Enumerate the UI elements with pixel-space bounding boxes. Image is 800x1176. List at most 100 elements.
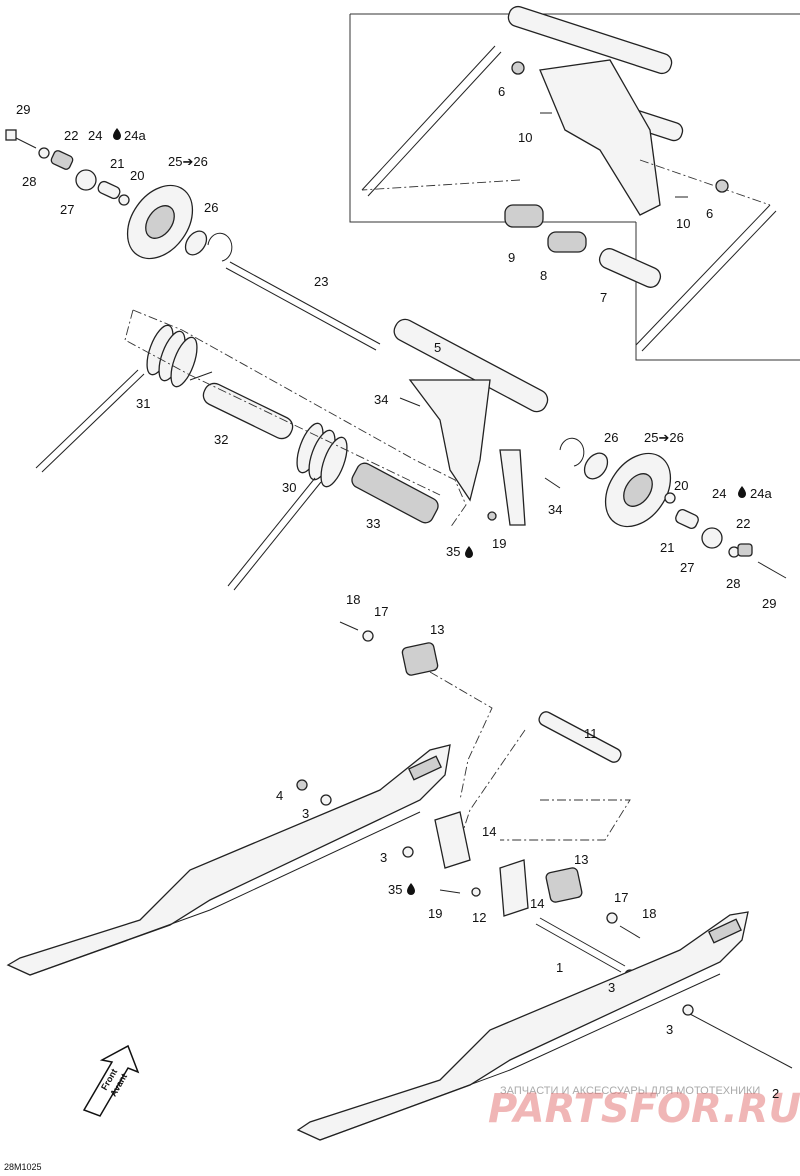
retaining-ring-right (559, 437, 585, 467)
stopper-13-lower (545, 867, 583, 903)
callout-22: 22 (64, 128, 78, 143)
bolt-29-head (5, 129, 17, 141)
callout-18: 18 (642, 906, 656, 921)
callout-28: 28 (726, 576, 740, 591)
callout-3: 3 (666, 1022, 673, 1037)
callout-11: 11 (584, 726, 598, 741)
spacer-22-left (50, 150, 74, 170)
callout-14: 14 (530, 896, 544, 911)
right-idler-assembly (559, 437, 787, 579)
spacer-22-right (737, 543, 753, 557)
callout-5: 5 (434, 340, 441, 355)
callout-31: 31 (136, 396, 150, 411)
callout-24a: 24a (124, 128, 146, 143)
watermark-tagline: ЗАПЧАСТИ И АКСЕССУАРЫ ДЛЯ МОТОТЕХНИКИ (500, 1085, 760, 1097)
callout-2: 2 (772, 1086, 779, 1101)
callout-34: 34 (374, 392, 388, 407)
callout-27: 27 (680, 560, 694, 575)
callout-1: 1 (556, 960, 563, 975)
grease-fitting-19-lower (439, 889, 461, 894)
bearing-26-left (184, 230, 208, 256)
leader-11-box (500, 799, 631, 841)
tube-33 (351, 462, 439, 524)
bracket-14-left (434, 811, 471, 869)
callout-24a: 24a (750, 486, 772, 501)
shaft-1-edge (535, 923, 622, 973)
front-arrow-icon: Front Avant (82, 1044, 140, 1117)
callout-22: 22 (736, 516, 750, 531)
callout-3: 3 (608, 980, 615, 995)
retaining-ring-left (207, 232, 233, 262)
washer-3-upper (320, 794, 332, 806)
tube-32 (202, 382, 294, 440)
bearing-21-left (97, 180, 121, 200)
callout-27: 27 (60, 202, 74, 217)
callout-35: 35 (388, 882, 402, 897)
callout-20: 20 (130, 168, 144, 183)
left-idler-assembly (5, 129, 233, 262)
callout-19: 19 (492, 536, 506, 551)
washer-3-mid (402, 846, 414, 858)
spring-30 (227, 422, 348, 591)
watermark-logo: PARTSFOR.RU (488, 1086, 800, 1132)
nut-4 (296, 779, 308, 791)
drop-icon (407, 883, 415, 895)
callout-26: 26 (204, 200, 218, 215)
washer-17-lower (606, 912, 618, 924)
bushing-27-right (701, 527, 723, 549)
ring-20-right (664, 492, 676, 504)
bolt-2 (689, 1013, 793, 1069)
callout-34: 34 (548, 502, 562, 517)
leader-11-left (459, 729, 526, 841)
bracket-14-right (499, 859, 529, 917)
bearing-26-right (583, 452, 609, 480)
callout-17: 17 (614, 890, 628, 905)
spring-31 (35, 324, 213, 473)
washer-17-upper (362, 630, 374, 642)
callout-10: 10 (518, 130, 532, 145)
callout-17: 17 (374, 604, 388, 619)
callout-23: 23 (314, 274, 328, 289)
spring-outline-left (132, 309, 467, 529)
cross-shaft-5 (393, 318, 549, 526)
callout-18: 18 (346, 592, 360, 607)
callout-13: 13 (574, 852, 588, 867)
shaft-23 (225, 261, 381, 351)
washer-3-bottom (682, 1004, 694, 1016)
callout-28: 28 (22, 174, 36, 189)
callout-13: 13 (430, 622, 444, 637)
ring-20-left (118, 194, 130, 206)
shaft-1 (539, 917, 626, 967)
stopper-13-upper (401, 642, 439, 676)
spring-outline-lower (124, 309, 441, 496)
callout-26: 26 (604, 430, 618, 445)
callout-21: 21 (110, 156, 124, 171)
bolt-18-lower (619, 925, 641, 939)
callout-32: 32 (214, 432, 228, 447)
inset-panel (349, 5, 800, 361)
washer-28-left (38, 147, 50, 159)
grease-fitting-19-upper (487, 511, 497, 521)
callout-6: 6 (498, 84, 505, 99)
bushing-9 (504, 204, 544, 228)
nut-6-right (715, 179, 729, 193)
callout-12: 12 (472, 910, 486, 925)
callout-35: 35 (446, 544, 460, 559)
callout-24: 24 (88, 128, 102, 143)
callout-8: 8 (540, 268, 547, 283)
nut-6-top (511, 61, 525, 75)
callout-6: 6 (706, 206, 713, 221)
callout-9: 9 (508, 250, 515, 265)
bolt-18-upper (339, 621, 359, 631)
bushing-8 (547, 231, 587, 253)
drop-icon (113, 128, 121, 140)
callout-7: 7 (600, 290, 607, 305)
callout-3: 3 (380, 850, 387, 865)
bolt-34-upper (399, 397, 421, 407)
callout-19: 19 (428, 906, 442, 921)
callout-21: 21 (660, 540, 674, 555)
callout-29: 29 (762, 596, 776, 611)
rail-right (296, 911, 749, 1141)
callout-20: 20 (674, 478, 688, 493)
